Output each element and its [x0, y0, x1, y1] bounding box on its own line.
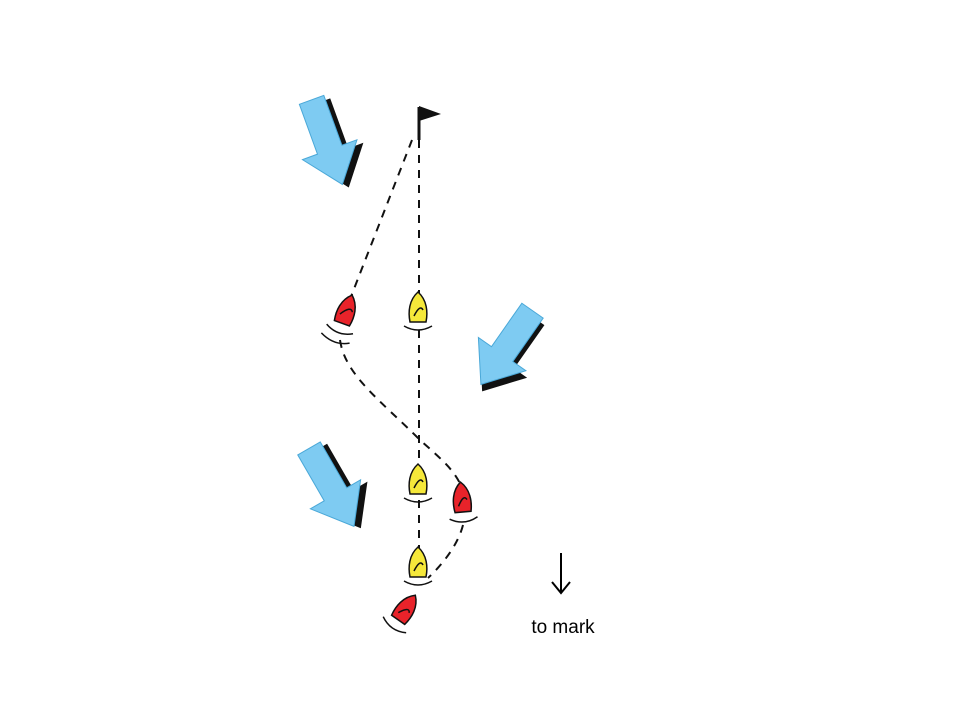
sailboat-icon: [403, 546, 433, 586]
track-red-to-mark: [344, 139, 413, 313]
sailboat-icon: [403, 463, 433, 503]
sailboat-icon: [449, 480, 478, 523]
direction-label: to mark: [531, 617, 595, 638]
wind-arrow-icon: [283, 433, 386, 543]
flag-icon: [417, 106, 441, 140]
sailboat-icon: [382, 589, 424, 634]
wind-arrow-icon: [283, 89, 377, 198]
wind-arrow-icon: [456, 293, 558, 409]
sailboat-icon: [320, 291, 362, 345]
sailboat-icon: [403, 291, 433, 331]
track-red-lower: [427, 524, 464, 579]
arrow-down-icon: [551, 553, 571, 595]
boat-tracks: [339, 139, 464, 579]
track-red-zigzag: [339, 339, 463, 489]
